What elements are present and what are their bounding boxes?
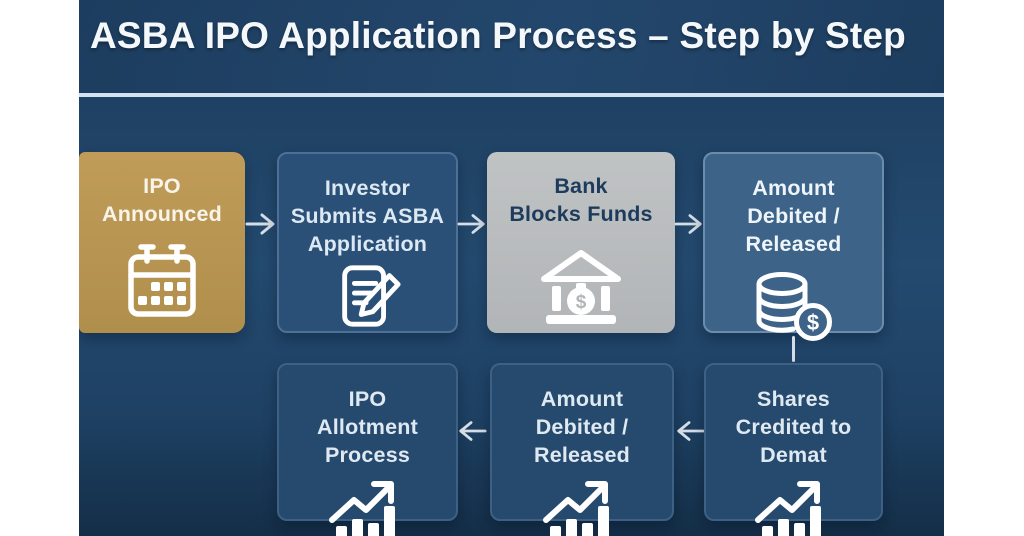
growth-chart-icon xyxy=(754,481,821,536)
step-label: Bank Blocks Funds xyxy=(509,174,653,227)
step-amount-debited-released-second: Amount Debited / Released xyxy=(490,363,674,536)
growth-chart-icon xyxy=(543,481,609,536)
step-label: Investor Submits ASBA Application xyxy=(290,176,445,257)
step-label: Amount Debited / Released xyxy=(533,387,631,468)
step-label: IPO Allotment Process xyxy=(317,387,418,468)
connector-line xyxy=(792,336,795,362)
svg-text:$: $ xyxy=(806,310,818,335)
arrow-left-icon xyxy=(459,421,487,441)
step-ipo-allotment-process: IPO Allotment Process xyxy=(277,363,458,536)
calendar-icon xyxy=(128,244,196,318)
header-divider xyxy=(79,93,944,97)
page-title: ASBA IPO Application Process – Step by S… xyxy=(90,15,906,56)
step-shares-credited-demat: Shares Credited to Demat xyxy=(704,363,883,536)
step-investor-submits-asba: Investor Submits ASBA Application xyxy=(277,152,458,333)
content-frame: ASBA IPO Application Process – Step by S… xyxy=(79,0,944,536)
coins-dollar-icon: $ xyxy=(756,272,832,342)
arrow-right-icon xyxy=(457,214,485,234)
step-amount-debited-released-first: Amount Debited / Released $ xyxy=(703,152,884,342)
flowchart-area: IPO Announced xyxy=(79,97,944,536)
arrow-right-icon xyxy=(674,214,702,234)
svg-text:$: $ xyxy=(576,292,587,313)
header-banner: ASBA IPO Application Process – Step by S… xyxy=(79,0,944,93)
growth-chart-icon xyxy=(328,481,395,536)
step-bank-blocks-funds: Bank Blocks Funds $ xyxy=(487,152,675,333)
step-ipo-announced: IPO Announced xyxy=(79,152,245,333)
document-pencil-icon xyxy=(341,265,401,328)
bank-icon: $ xyxy=(541,250,621,325)
step-label: Amount Debited / Released xyxy=(745,176,842,257)
arrow-right-icon xyxy=(245,213,275,235)
arrow-left-icon xyxy=(677,421,705,441)
step-label: Shares Credited to Demat xyxy=(735,387,852,468)
step-label: IPO Announced xyxy=(101,174,223,227)
